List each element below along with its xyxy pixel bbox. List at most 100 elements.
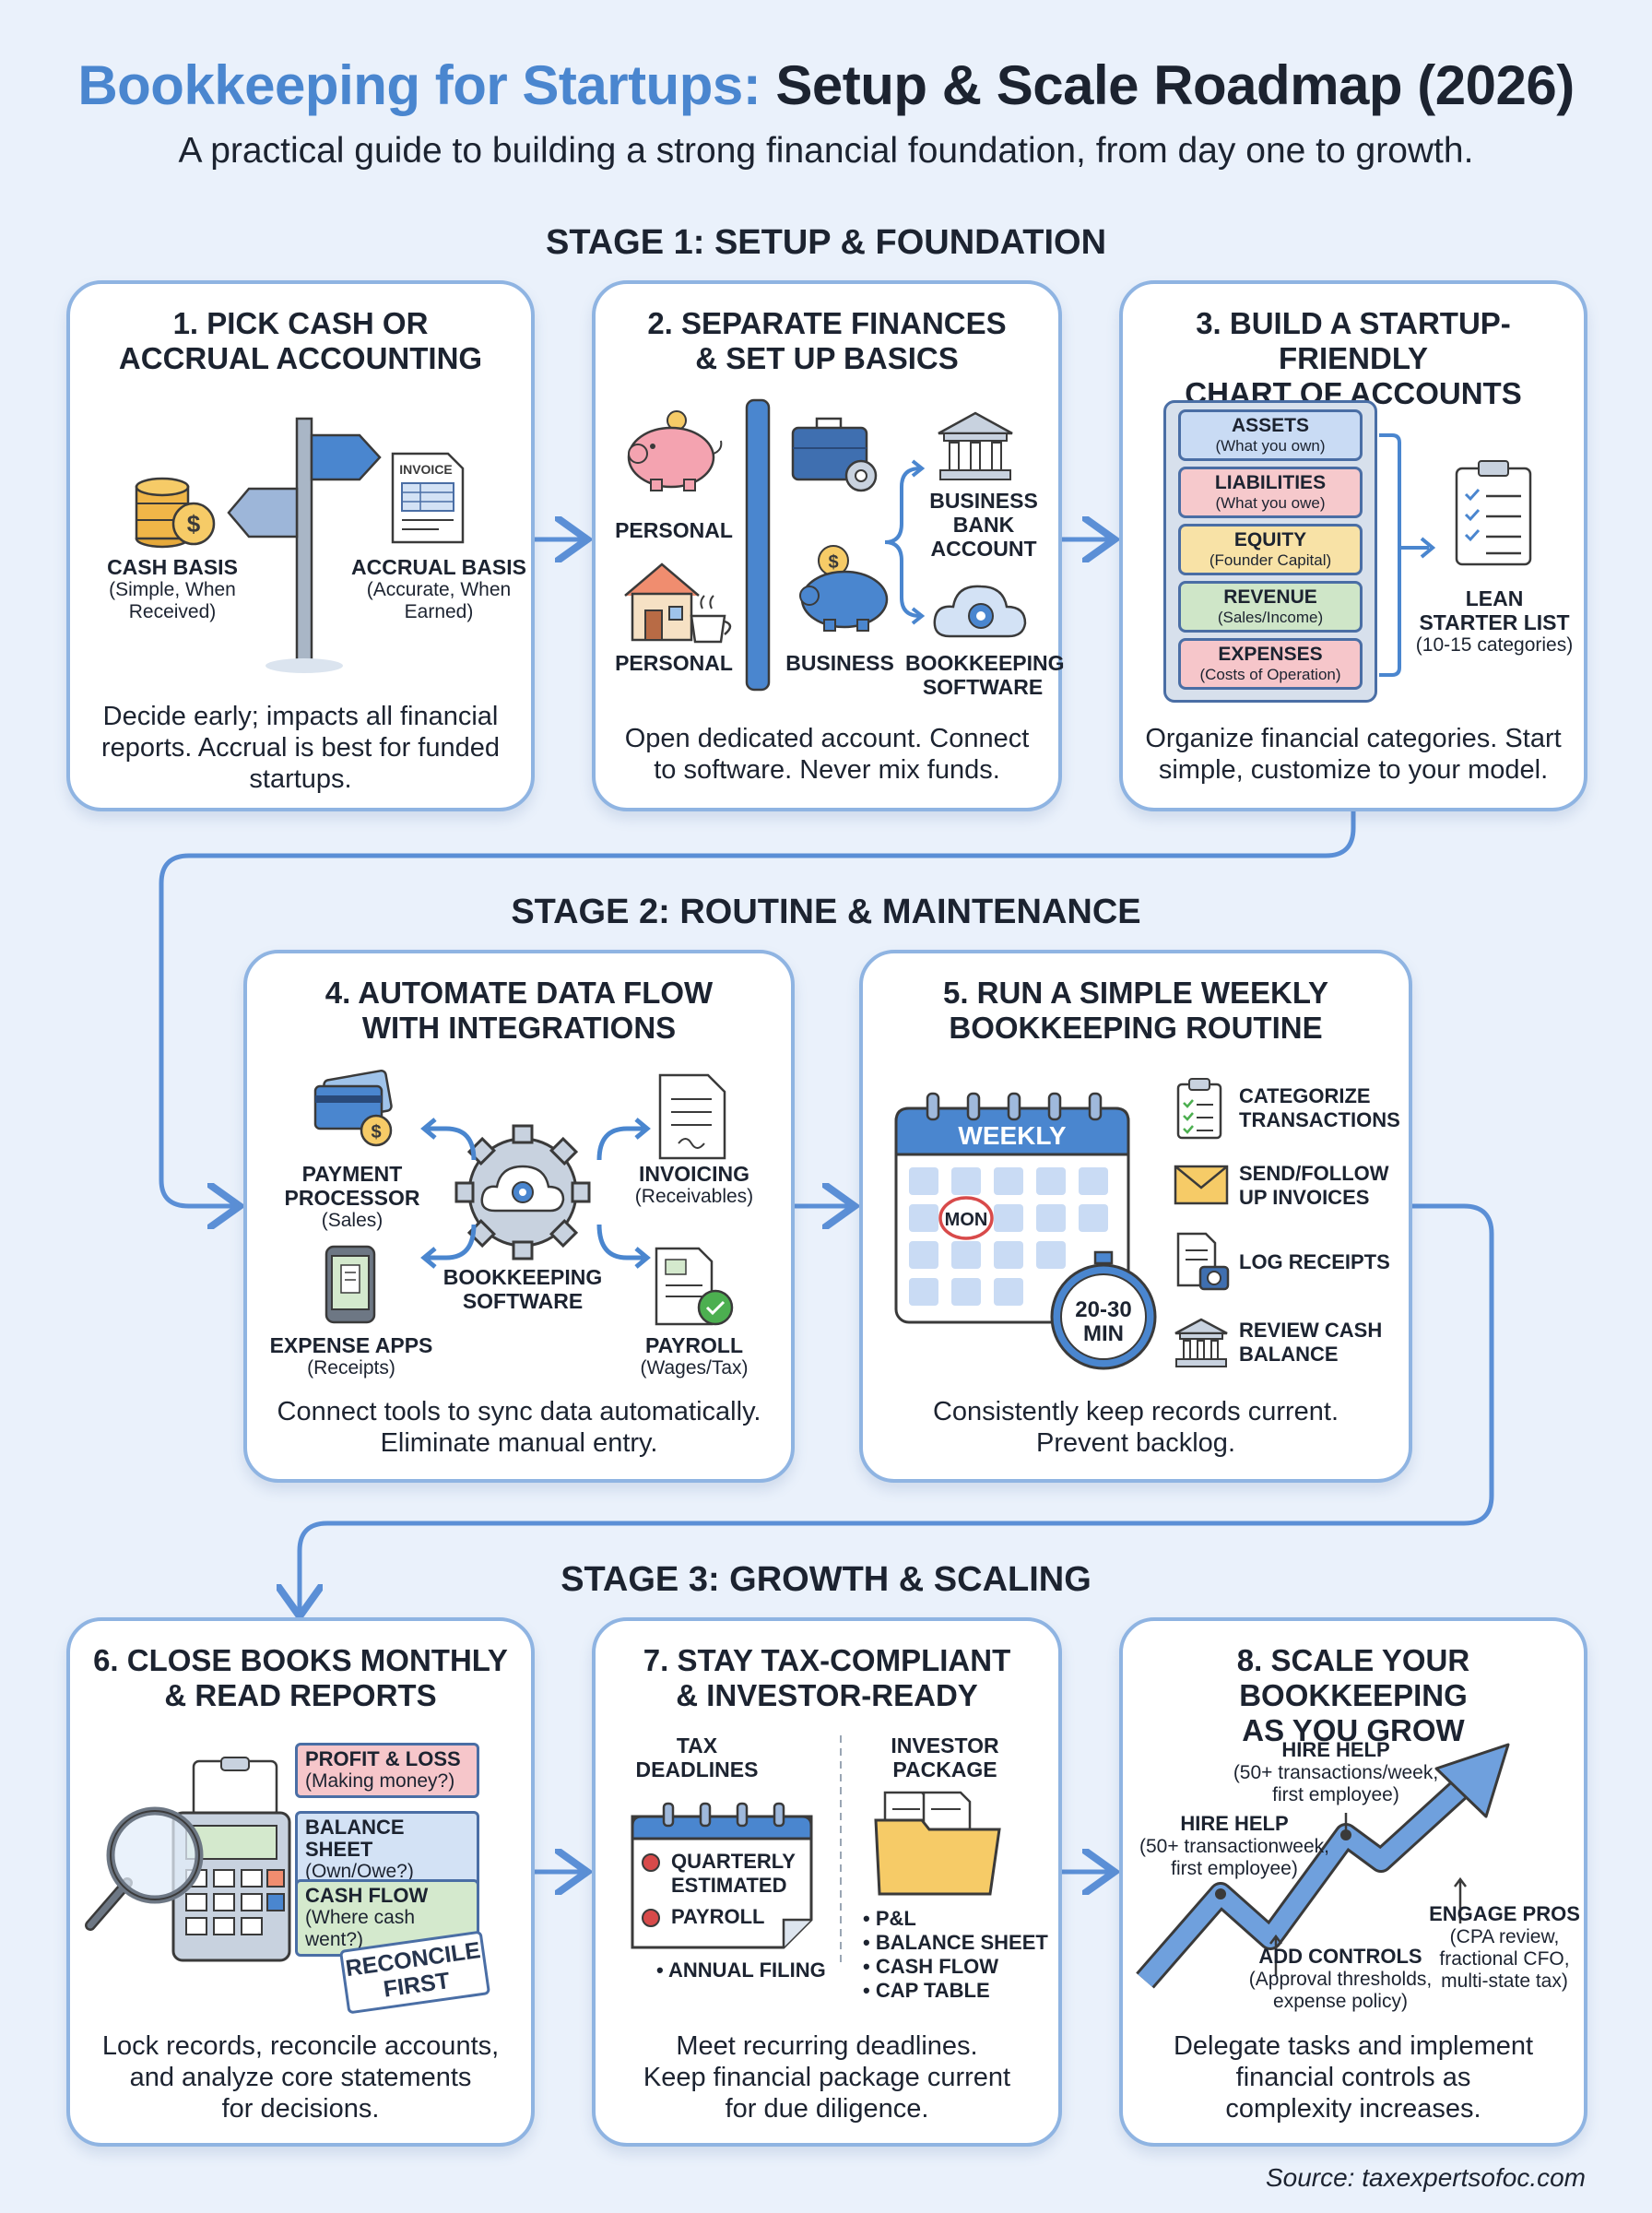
payroll-document-check-icon <box>655 1247 734 1326</box>
business-label: BUSINESS <box>785 651 894 675</box>
milestone-hire-help-mid: HIRE HELP(50+ transactionweek,first empl… <box>1139 1812 1330 1880</box>
connector-stage2-to-stage3 <box>300 1203 1494 1612</box>
stage-2-heading: STAGE 2: ROUTINE & MAINTENANCE <box>511 893 1141 931</box>
card-6-description: Lock records, reconcile accounts,and ana… <box>101 2031 500 2124</box>
expense-apps-label: EXPENSE APPS(Receipts) <box>269 1333 433 1379</box>
svg-text:$: $ <box>371 1122 381 1142</box>
stopwatch-icon: 20-30 MIN <box>1050 1250 1157 1370</box>
milestone-engage-pros: ENGAGE PROS(CPA review,fractional CFO,mu… <box>1429 1902 1580 1993</box>
milestone-hire-help-top: HIRE HELP(50+ transactions/week,first em… <box>1233 1738 1439 1806</box>
magnifying-glass-icon <box>85 1806 204 1931</box>
payroll-label: PAYROLL(Wages/Tax) <box>640 1333 749 1379</box>
tax-calendar-icon <box>631 1802 813 1949</box>
page-subtitle: A practical guide to building a strong f… <box>178 131 1474 171</box>
card-6-title: 6. CLOSE BOOKS MONTHLY& READ REPORTS <box>93 1643 508 1712</box>
investor-item-cap-table: • CAP TABLE <box>863 1979 990 2002</box>
investor-item-cash-flow: • CASH FLOW <box>863 1955 999 1978</box>
coins-icon: $ <box>135 477 216 549</box>
envelope-icon <box>1174 1165 1229 1205</box>
investor-item-balance-sheet: • BALANCE SHEET <box>863 1931 1048 1954</box>
invoicing-document-icon <box>658 1073 726 1160</box>
section-divider <box>840 1735 842 1966</box>
card-2-title: 2. SEPARATE FINANCES& SET UP BASICS <box>647 306 1007 375</box>
page-title: Bookkeeping for Startups: Setup & Scale … <box>0 53 1652 117</box>
svg-text:$: $ <box>828 552 838 573</box>
card-close-books-monthly: 6. CLOSE BOOKS MONTHLY& READ REPORTS PRO… <box>66 1617 535 2147</box>
bank-icon <box>938 411 1013 480</box>
card-tax-compliant: 7. STAY TAX-COMPLIANT& INVESTOR-READY TA… <box>592 1617 1062 2147</box>
invoice-label: INVOICE <box>399 462 453 477</box>
folder-documents-icon <box>874 1791 1001 1896</box>
account-revenue: REVENUE(Sales/Income) <box>1178 581 1363 633</box>
checklist-clipboard-icon <box>1176 1078 1222 1140</box>
svg-text:$: $ <box>187 510 201 538</box>
card-7-title: 7. STAY TAX-COMPLIANT& INVESTOR-READY <box>643 1643 1011 1712</box>
connector-stage1-to-stage2 <box>159 811 1356 1206</box>
invoice-icon: INVOICE <box>391 452 465 544</box>
card-4-description: Connect tools to sync data automatically… <box>277 1397 761 1458</box>
cloud-software-icon <box>933 585 1027 638</box>
calculator-clipboard-icon <box>171 1757 291 1962</box>
account-assets: ASSETS(What you own) <box>1178 409 1363 461</box>
weekly-calendar-icon: WEEKLY MON <box>894 1092 1130 1324</box>
card-separate-finances: 2. SEPARATE FINANCES& SET UP BASICS PERS… <box>592 280 1065 811</box>
business-piggy-bank-icon: $ <box>799 545 889 632</box>
task-log-receipts: LOG RECEIPTS <box>1239 1250 1390 1273</box>
milestone-add-controls: ADD CONTROLS(Approval thresholds,expense… <box>1248 1945 1433 2013</box>
clipboard-checklist-icon <box>1455 460 1532 566</box>
stage-1-heading: STAGE 1: SETUP & FOUNDATION <box>545 223 1107 262</box>
signpost-icon <box>227 417 382 673</box>
bracket-arrows <box>884 459 926 625</box>
account-liabilities: LIABILITIES(What you owe) <box>1178 467 1363 518</box>
card-5-description: Consistently keep records current.Preven… <box>932 1397 1339 1458</box>
personal-label-2: PERSONAL <box>615 651 733 675</box>
time-label-2: MIN <box>1083 1321 1124 1346</box>
review-cash-bank-icon <box>1174 1318 1228 1367</box>
personal-label-1: PERSONAL <box>615 518 733 542</box>
divider-bar <box>745 398 771 692</box>
receipt-camera-icon <box>1176 1232 1230 1291</box>
integration-arrows <box>420 1118 651 1269</box>
weekly-label: WEEKLY <box>958 1121 1067 1150</box>
source-credit: Source: taxexpertsofoc.com <box>1265 2163 1586 2192</box>
annual-filing-item: • ANNUAL FILING <box>656 1959 826 1982</box>
growth-arrow-chart <box>1136 1743 1510 1989</box>
house-coffee-icon <box>624 562 732 644</box>
credit-card-dollar-icon: $ <box>313 1069 393 1147</box>
payroll-deadline-item: PAYROLL <box>671 1905 765 1928</box>
report-profit-loss: PROFIT & LOSS(Making money?) <box>295 1743 479 1798</box>
phone-receipt-icon <box>324 1245 376 1324</box>
accounts-bracket-arrow <box>1379 433 1436 677</box>
investor-item-pl: • P&L <box>863 1907 916 1930</box>
card-7-description: Meet recurring deadlines.Keep financial … <box>643 2031 1011 2124</box>
briefcase-gear-icon <box>791 417 878 492</box>
invoicing-label: INVOICING(Receivables) <box>634 1162 754 1207</box>
title-rest: Setup & Scale Roadmap (2026) <box>775 54 1575 116</box>
stage-3-heading: STAGE 3: GROWTH & SCALING <box>560 1560 1092 1599</box>
title-highlight: Bookkeeping for Startups: <box>77 54 761 116</box>
